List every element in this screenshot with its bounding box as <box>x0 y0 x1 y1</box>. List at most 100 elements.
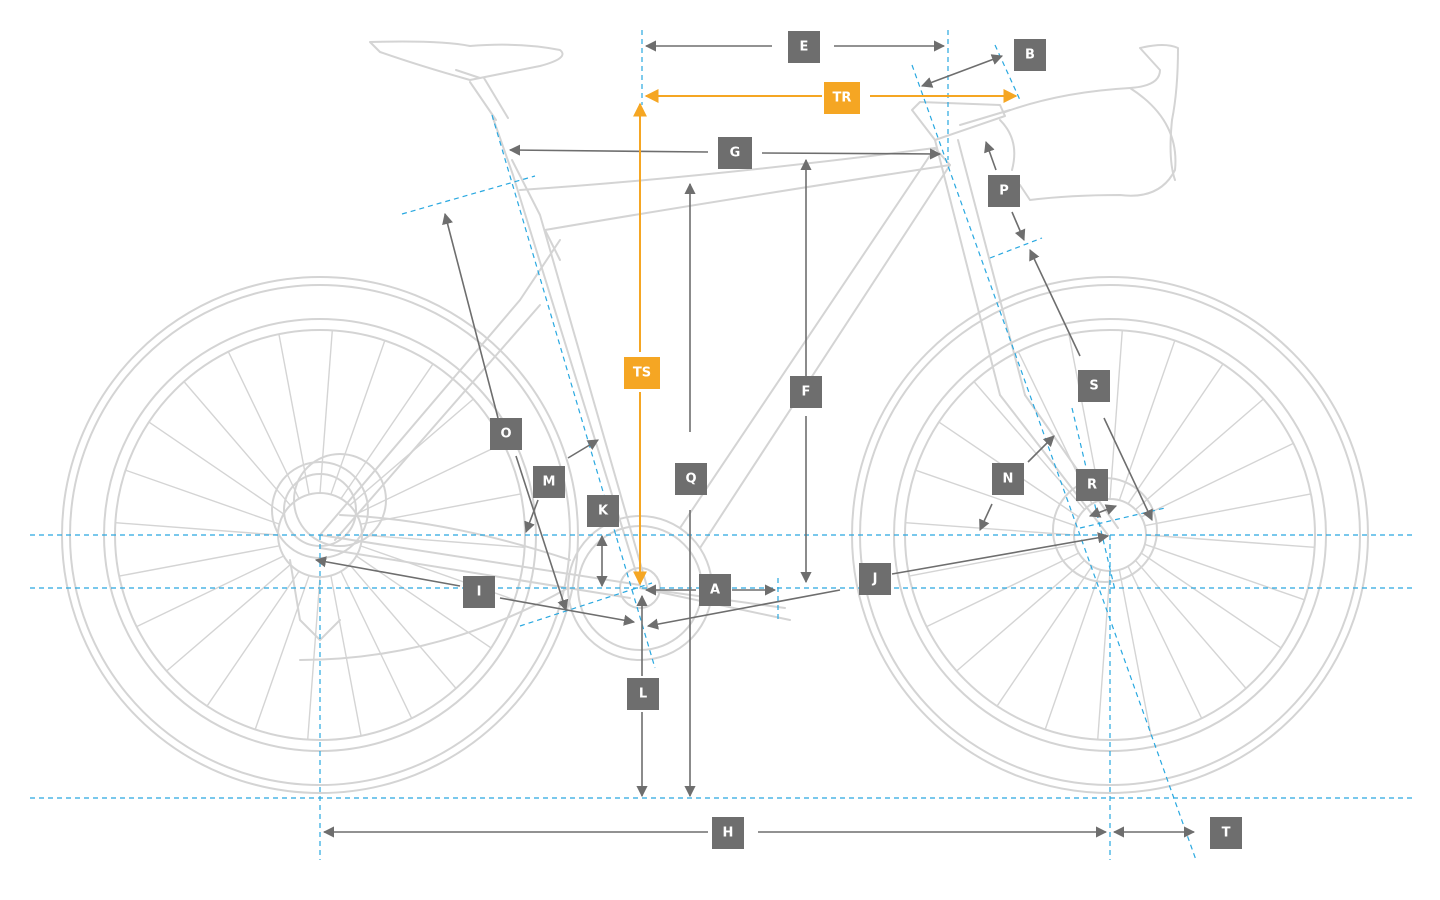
svg-text:H: H <box>723 826 734 841</box>
svg-text:N: N <box>1003 472 1014 487</box>
dim-n-bottom <box>979 503 993 532</box>
svg-text:L: L <box>639 687 647 702</box>
dim-n-top <box>1027 435 1055 463</box>
spoke <box>955 559 1086 672</box>
rake-perp <box>1079 507 1166 529</box>
spoke <box>1140 552 1282 649</box>
svg-text:R: R <box>1087 478 1097 493</box>
svg-text:A: A <box>710 583 720 598</box>
spoke <box>1118 339 1176 501</box>
dim-g-right <box>761 148 942 160</box>
seat-tube-axis <box>491 114 656 669</box>
spoke <box>135 555 285 628</box>
spoke <box>307 576 321 741</box>
spoke <box>227 350 300 500</box>
svg-text:T: T <box>1222 826 1231 841</box>
svg-text:B: B <box>1025 48 1035 63</box>
spoke <box>165 563 292 672</box>
spoke <box>340 570 413 720</box>
dim-i-front <box>499 597 636 626</box>
spoke <box>254 574 310 731</box>
svg-text:E: E <box>800 40 809 55</box>
spoke <box>319 329 333 494</box>
spoke <box>114 522 279 536</box>
svg-text:TR: TR <box>833 91 852 106</box>
spoke <box>124 469 281 525</box>
svg-text:P: P <box>999 184 1009 199</box>
spoke <box>996 565 1093 707</box>
label-o: O <box>490 418 522 450</box>
stack-perp <box>994 44 1021 101</box>
headtube-bottom-perp <box>989 237 1043 259</box>
label-a: A <box>699 574 731 606</box>
spoke <box>908 543 1076 577</box>
spoke <box>278 333 310 496</box>
label-i: I <box>463 576 495 608</box>
highlight-dimensions <box>633 89 1018 586</box>
spoke <box>361 534 526 548</box>
label-e: E <box>788 31 820 63</box>
dim-s-bottom <box>1103 417 1153 522</box>
spoke <box>348 563 457 690</box>
label-t: T <box>1210 817 1242 849</box>
spoke <box>1140 442 1295 518</box>
spoke <box>330 339 386 496</box>
label-m: M <box>533 466 565 498</box>
handlebar <box>911 44 1179 201</box>
spoke <box>206 570 300 707</box>
spoke <box>1127 363 1224 505</box>
svg-text:S: S <box>1089 379 1098 394</box>
dim-b <box>920 54 1004 88</box>
steering-axis <box>911 64 1197 861</box>
dim-g-left <box>508 144 709 156</box>
svg-text:M: M <box>543 475 556 490</box>
spoke <box>118 545 281 577</box>
spoke <box>1144 543 1306 601</box>
spoke <box>340 363 434 500</box>
spoke <box>914 469 1076 527</box>
svg-text:O: O <box>500 427 511 442</box>
dim-r <box>1088 504 1118 518</box>
label-k: K <box>587 495 619 527</box>
saddle <box>369 40 564 121</box>
dim-j-front <box>891 532 1110 575</box>
svg-text:TS: TS <box>633 366 651 381</box>
dim-p-top <box>984 140 997 171</box>
spoke <box>1144 493 1312 527</box>
spoke <box>148 421 285 515</box>
dim-m-top <box>567 439 599 459</box>
label-ts: TS <box>624 357 660 389</box>
svg-text:J: J <box>872 572 878 587</box>
spoke <box>904 522 1075 536</box>
spoke <box>1097 570 1111 741</box>
spoke <box>1118 569 1152 737</box>
spoke <box>183 380 292 507</box>
spoke <box>355 442 505 515</box>
spoke <box>1145 534 1316 548</box>
dimension-labels: E B TR G P F TS O S M K Q N R A J I L H … <box>463 31 1242 849</box>
label-l: L <box>627 678 659 710</box>
reference-guide-lines <box>30 30 1412 861</box>
dim-o-bottom <box>515 455 569 612</box>
spoke <box>973 380 1086 511</box>
label-b: B <box>1014 39 1046 71</box>
svg-text:G: G <box>730 146 741 161</box>
dim-p-bottom <box>1011 211 1026 242</box>
dim-i-rear <box>314 556 461 587</box>
dim-m-bottom <box>524 499 539 534</box>
rear-disc <box>293 453 387 547</box>
spoke <box>1134 398 1265 511</box>
label-h: H <box>712 817 744 849</box>
svg-text:K: K <box>598 504 609 519</box>
label-q: Q <box>675 463 707 495</box>
label-g: G <box>718 137 752 169</box>
label-p: P <box>988 175 1020 207</box>
svg-text:I: I <box>477 585 482 600</box>
spoke <box>1134 559 1247 690</box>
spoke <box>1044 569 1102 731</box>
label-n: N <box>992 463 1024 495</box>
label-s: S <box>1078 370 1110 402</box>
dimension-arrows <box>314 40 1196 838</box>
label-j: J <box>859 563 891 595</box>
